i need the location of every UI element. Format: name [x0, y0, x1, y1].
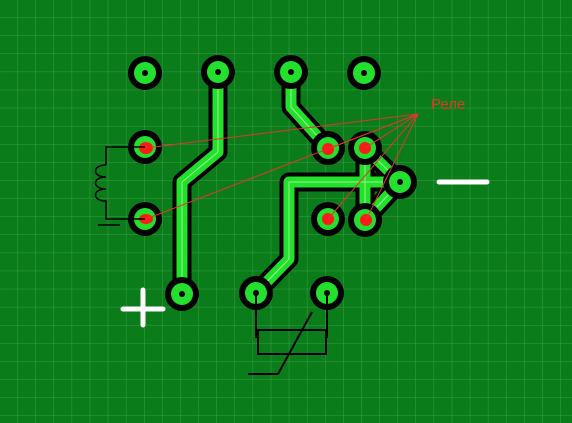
pad — [347, 56, 381, 90]
relay-label: Реле — [431, 96, 465, 113]
variable-resistor-symbol — [248, 293, 328, 375]
pad — [383, 165, 417, 199]
plus-sign — [120, 287, 166, 328]
coil-symbol — [94, 146, 145, 226]
pad — [128, 56, 162, 90]
relay-pointer-lines — [145, 113, 419, 221]
pad — [274, 55, 308, 89]
pad — [165, 277, 199, 311]
pad — [201, 55, 235, 89]
